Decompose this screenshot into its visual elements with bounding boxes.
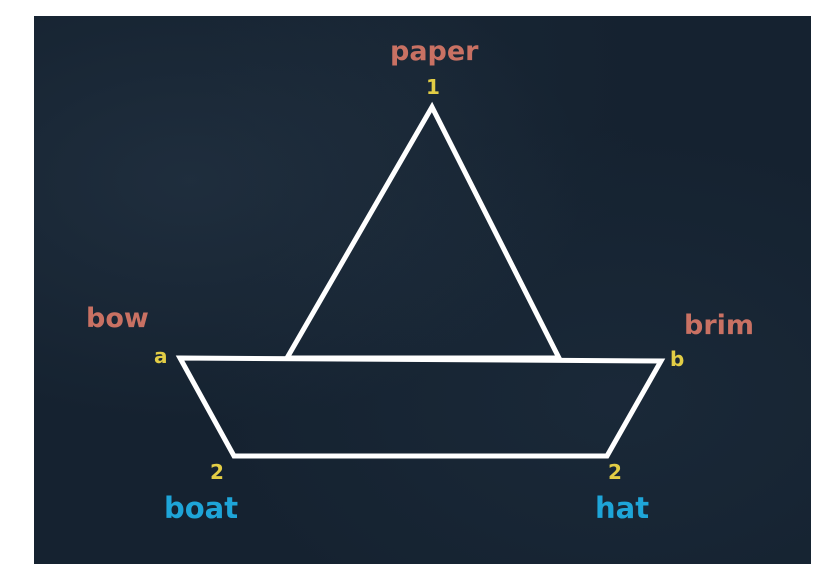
hull-trapezoid xyxy=(180,358,661,456)
marker-1-top: 1 xyxy=(426,77,440,97)
label-boat: boat xyxy=(164,494,238,523)
boat-hat-figure xyxy=(34,16,811,564)
marker-2-left: 2 xyxy=(210,462,224,482)
label-paper: paper xyxy=(390,38,479,65)
label-brim: brim xyxy=(684,312,754,339)
marker-2-right: 2 xyxy=(608,462,622,482)
marker-a: a xyxy=(154,346,168,366)
marker-b: b xyxy=(670,349,684,369)
label-hat: hat xyxy=(595,494,649,523)
label-bow: bow xyxy=(86,305,149,332)
sail-triangle xyxy=(287,107,559,358)
diagram-board: paper 1 bow a brim b 2 boat 2 hat xyxy=(34,16,811,564)
